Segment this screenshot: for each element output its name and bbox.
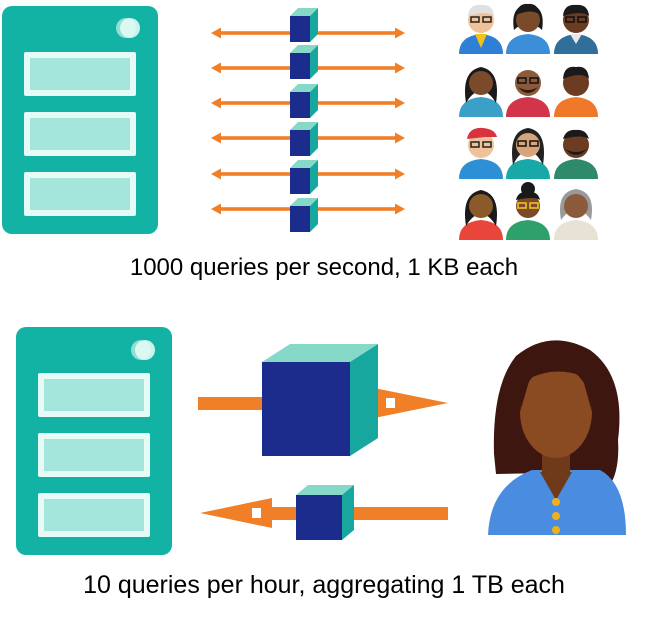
person-avatar-icon: [459, 4, 503, 54]
top-server-icon: [2, 6, 158, 234]
top-data-cubes: [290, 8, 318, 232]
person-avatar-icon: [506, 128, 550, 179]
person-avatar-icon: [554, 129, 598, 179]
person-avatar-icon: [554, 66, 598, 117]
person-avatar-icon: [554, 4, 598, 54]
person-avatar-icon: [459, 67, 503, 117]
person-avatar-icon: [506, 70, 550, 117]
top-scenario-caption: 1000 queries per second, 1 KB each: [129, 254, 519, 281]
large-cube-icon: [262, 344, 378, 456]
woman-avatar-icon: [488, 340, 626, 535]
small-cube-icon: [290, 84, 318, 118]
bottom-server-icon: [16, 327, 172, 555]
person-avatar-icon: [459, 190, 503, 240]
small-cube-icon: [290, 122, 318, 156]
small-cube-icon: [290, 8, 318, 42]
small-cube-icon: [290, 160, 318, 194]
bottom-scenario-caption: 10 queries per hour, aggregating 1 TB ea…: [83, 571, 565, 599]
people-grid: [459, 3, 598, 240]
small-cube-icon: [290, 198, 318, 232]
small-cube-icon: [290, 45, 318, 79]
person-avatar-icon: [506, 3, 550, 54]
person-avatar-icon: [506, 182, 550, 240]
small-cube-icon: [296, 485, 354, 540]
person-avatar-icon: [459, 127, 503, 179]
person-avatar-icon: [554, 189, 598, 240]
